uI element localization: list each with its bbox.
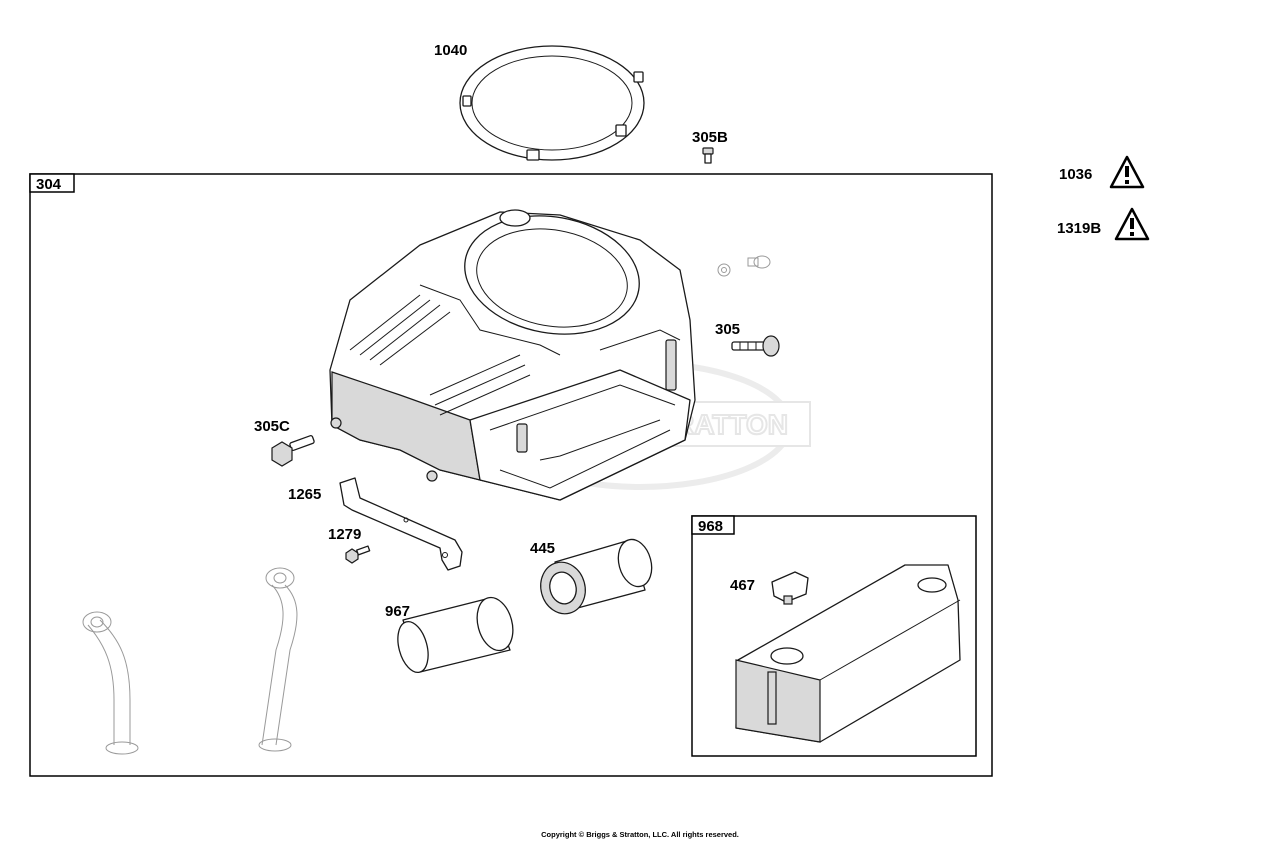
label-1036: 1036 — [1059, 166, 1092, 183]
label-1279: 1279 — [328, 526, 361, 543]
part-1265-bracket[interactable] — [339, 477, 463, 571]
part-445-filter[interactable] — [535, 536, 657, 619]
part-967-precleaner[interactable] — [393, 594, 519, 676]
copyright-notice: Copyright © Briggs & Stratton, LLC. All … — [541, 830, 739, 839]
part-305-bolt[interactable] — [731, 335, 780, 357]
tube-left-ghost — [82, 611, 139, 755]
label-305C: 305C — [254, 418, 290, 435]
part-305C-bolt[interactable] — [271, 435, 315, 467]
label-967: 967 — [385, 603, 410, 620]
label-467: 467 — [730, 577, 755, 594]
part-1279-screw[interactable] — [345, 545, 371, 564]
label-445: 445 — [530, 540, 555, 557]
part-305B-bolt[interactable] — [702, 147, 714, 164]
label-1319B: 1319B — [1057, 220, 1101, 237]
part-968-cover[interactable] — [735, 564, 961, 743]
blower-housing[interactable] — [329, 203, 696, 501]
label-305B: 305B — [692, 129, 728, 146]
label-305: 305 — [715, 321, 740, 338]
label-968: 968 — [698, 518, 723, 535]
warning-triangle-icon — [1114, 207, 1150, 241]
tube-right-ghost — [258, 567, 298, 752]
label-304: 304 — [36, 176, 62, 193]
frame-304: 304 — [29, 173, 993, 777]
label-1265: 1265 — [288, 486, 321, 503]
part-1040-ring[interactable] — [459, 45, 645, 161]
part-467-knob[interactable] — [771, 571, 809, 605]
frame-968: 968 — [691, 515, 977, 757]
label-1040: 1040 — [434, 42, 467, 59]
warning-triangle-icon — [1109, 155, 1145, 189]
washer-screw-ghost — [717, 255, 771, 277]
